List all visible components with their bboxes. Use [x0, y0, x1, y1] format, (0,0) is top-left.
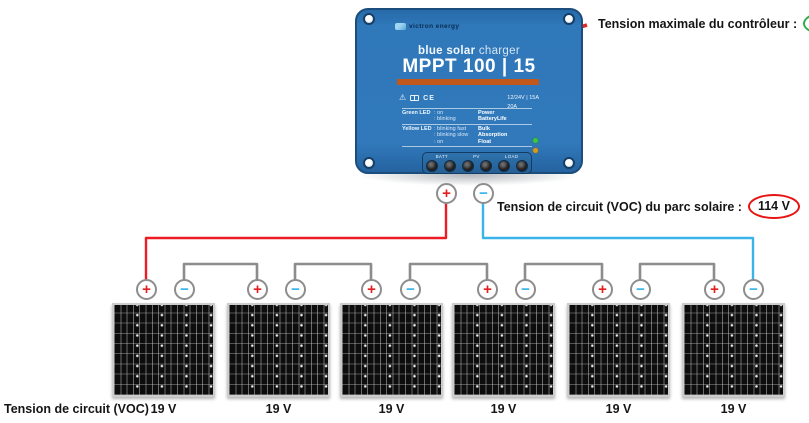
led-legend-row: : blinking BatteryLife	[434, 116, 507, 123]
panel3-voc-value: 19 V	[378, 402, 405, 416]
controller-pv-positive-terminal: +	[436, 183, 457, 204]
victron-logo-icon	[395, 23, 406, 30]
terminal-strip: BATT PV LOAD	[422, 152, 532, 174]
terminal-label-pv: PV	[473, 154, 480, 159]
series-jumper-3	[408, 262, 489, 280]
controller-max-voltage-value: 100 V	[803, 11, 809, 36]
panel4-positive-terminal: +	[477, 279, 498, 300]
panel5-voc-value: 19 V	[605, 402, 632, 416]
panel2-voc-value: 19 V	[265, 402, 292, 416]
terminal-screw-icon	[516, 160, 528, 172]
solar-panel-1	[112, 303, 215, 397]
warning-icon: ⚠	[399, 93, 407, 102]
solar-panel-4	[452, 303, 555, 397]
terminal-screw-icon	[480, 160, 492, 172]
led-legend-row: : on Float	[434, 138, 492, 145]
orange-accent-bar	[397, 79, 539, 85]
product-line: blue solar charger	[357, 45, 581, 57]
panel3-positive-terminal: +	[361, 279, 382, 300]
terminal-screw-icon	[498, 160, 510, 172]
led-legend-row: : blinking slow Absorption	[434, 132, 508, 139]
panel2-positive-terminal: +	[247, 279, 268, 300]
array-voc-label: Tension de circuit (VOC) du parc solaire…	[497, 199, 742, 214]
solar-panel-2	[227, 303, 330, 397]
array-voc-annotation: Tension de circuit (VOC) du parc solaire…	[497, 194, 800, 219]
screw-hole-icon	[563, 157, 575, 169]
solar-panel-6	[682, 303, 785, 397]
panel1-voc-value: 19 V	[150, 402, 177, 416]
panel6-voc-value: 19 V	[720, 402, 747, 416]
solar-panel-5	[567, 303, 670, 397]
positive-wire	[144, 202, 448, 280]
controller-max-voltage-annotation: Tension maximale du contrôleur : 100 V	[598, 11, 809, 36]
brand-row: victron energy	[395, 23, 459, 30]
manual-icon	[410, 95, 420, 101]
terminal-screws	[423, 160, 531, 172]
panel6-positive-terminal: +	[704, 279, 725, 300]
panel6-negative-terminal: −	[743, 279, 764, 300]
terminal-label-load: LOAD	[504, 154, 519, 159]
certification-marks: ⚠ CE	[399, 94, 435, 102]
product-line-light: charger	[478, 45, 520, 57]
solar-panel-3	[340, 303, 443, 397]
array-voc-value: 114 V	[747, 194, 800, 219]
led-legend-row: Yellow LED : blinking fast Bulk	[402, 125, 490, 132]
rating-line: 12/24V | 15A	[507, 95, 539, 101]
led-legend-row: Green LED : on Power	[402, 110, 495, 116]
terminal-screw-icon	[444, 160, 456, 172]
screw-hole-icon	[363, 13, 375, 25]
divider	[402, 123, 532, 125]
ce-mark: CE	[423, 94, 435, 102]
panel5-negative-terminal: −	[630, 279, 651, 300]
terminal-screw-icon	[426, 160, 438, 172]
ratings: 12/24V | 15A 20A	[507, 94, 539, 112]
rating-line: 20A	[507, 103, 518, 110]
screw-hole-icon	[563, 13, 575, 25]
panel2-negative-terminal: −	[285, 279, 306, 300]
series-jumper-2	[293, 262, 373, 280]
screw-hole-icon	[363, 157, 375, 169]
terminal-labels: BATT PV LOAD	[423, 154, 531, 159]
series-jumper-1	[182, 262, 259, 280]
panel1-negative-terminal: −	[174, 279, 195, 300]
led-legend: Green LED : on Power : blinking BatteryL…	[402, 108, 532, 148]
panel4-voc-value: 19 V	[490, 402, 517, 416]
terminal-screw-icon	[462, 160, 474, 172]
panel1-positive-terminal: +	[136, 279, 157, 300]
series-jumper-4	[523, 262, 604, 280]
green-led-icon	[533, 138, 538, 143]
series-jumper-5	[638, 262, 716, 280]
terminal-label-batt: BATT	[435, 154, 448, 159]
controller-max-voltage-label: Tension maximale du contrôleur :	[598, 16, 798, 31]
charge-controller: victron energy blue solar charger MPPT 1…	[355, 8, 583, 174]
panel-voc-row-label: Tension de circuit (VOC) :	[4, 402, 157, 416]
model-number: MPPT 100 | 15	[402, 56, 536, 77]
yellow-led-icon	[533, 148, 538, 153]
product-line-bold: blue solar	[418, 45, 476, 57]
controller-pv-negative-terminal: −	[473, 183, 494, 204]
panel4-negative-terminal: −	[515, 279, 536, 300]
panel3-negative-terminal: −	[400, 279, 421, 300]
brand-name: victron energy	[409, 23, 460, 30]
panel5-positive-terminal: +	[592, 279, 613, 300]
